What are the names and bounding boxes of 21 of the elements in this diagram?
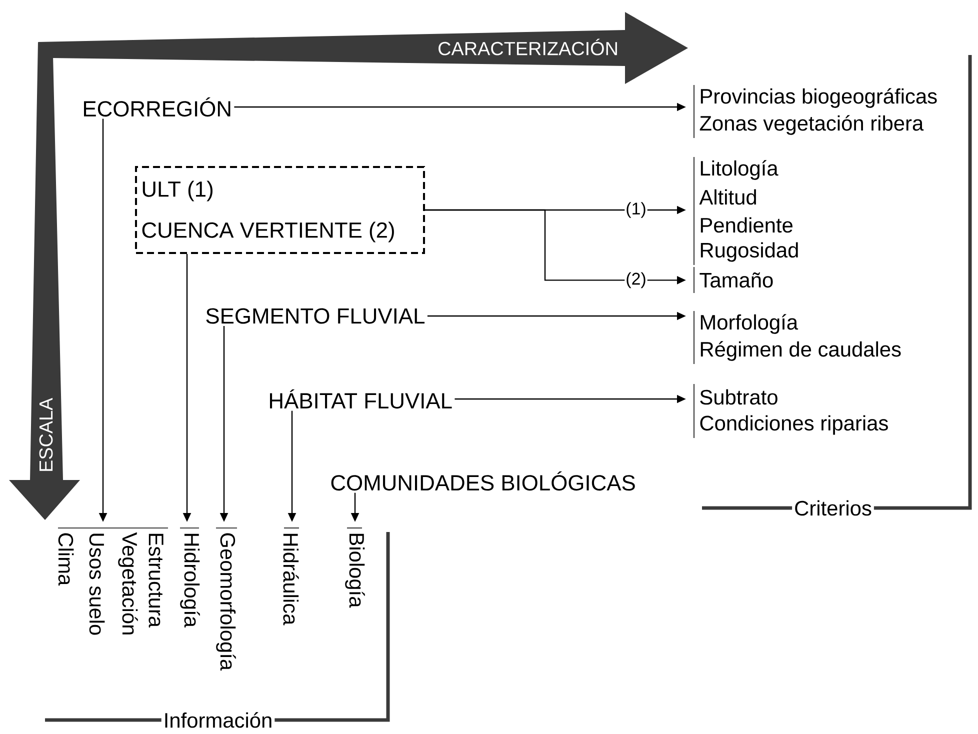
level-label: COMUNIDADES BIOLÓGICAS [331, 471, 635, 491]
criteria-list: Litología Altitud Pendiente Rugosidad [694, 156, 798, 266]
information-list: Hidrología [180, 528, 200, 628]
level-label: SEGMENTO FLUVIAL [206, 308, 425, 324]
arrow-label: ESCALA [39, 398, 53, 471]
edge-label: (2) [624, 271, 648, 290]
arrow-label: CARACTERIZACIÓN [438, 38, 617, 56]
dashed-box: ULT (1) CUENCA VERTIENTE (2) [135, 166, 425, 254]
level-label: ECORREGIÓN [84, 97, 230, 117]
bracket-label: Criterios [792, 498, 874, 518]
level-label: HÁBITAT FLUVIAL [270, 389, 452, 409]
bracket-label: Información [161, 710, 275, 730]
criteria-list: Tamaño [694, 266, 773, 294]
edge-label: (1) [624, 201, 648, 219]
information-list: Clima Usos suelo Vegetación Estructura [58, 528, 168, 635]
information-list: Biología [345, 528, 365, 608]
information-list: Hidráulica [283, 528, 300, 626]
criteria-list: Provincias biogeográficas Zonas vegetación ribera [694, 84, 937, 138]
criteria-list: Morfología Régimen de caudales [694, 310, 901, 364]
criteria-list: Subtrato Condiciones riparias [694, 384, 888, 438]
information-list: Geomorfología [216, 528, 238, 671]
